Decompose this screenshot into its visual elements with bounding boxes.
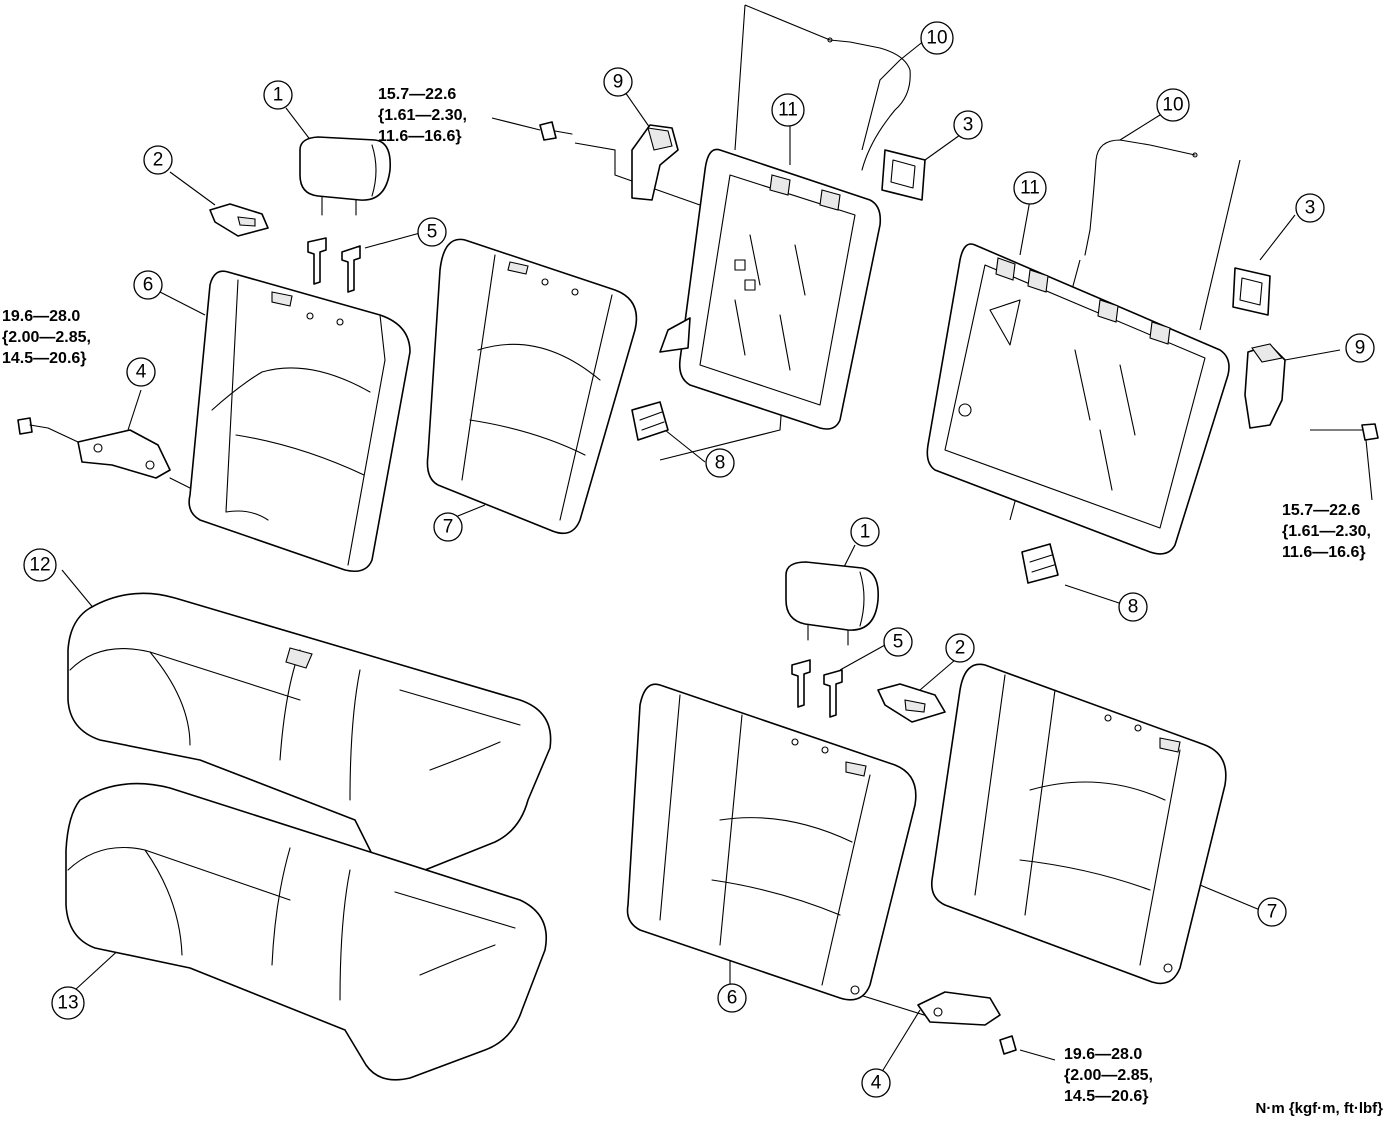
callout-5b: 5 (883, 627, 913, 657)
svg-text:2: 2 (153, 150, 164, 171)
unit-label: N·m {kgf·m, ft·lbf} (1255, 1100, 1384, 1117)
callout-1a: 1 (263, 80, 293, 110)
seatback-trim-right (626, 683, 917, 1001)
hinge-bracket-left (77, 429, 191, 489)
svg-text:9: 9 (1355, 338, 1366, 359)
headrest-left (299, 136, 392, 216)
svg-text:4: 4 (136, 362, 147, 383)
seat-cushion (65, 782, 547, 1081)
torque-spec-left-hinge: 19.6—28.0 {2.00—2.85, 14.5—20.6} (2, 308, 91, 367)
callout-12: 12 (23, 548, 57, 582)
headrest-guides-left (307, 237, 361, 293)
callout-5a: 5 (417, 217, 447, 247)
svg-text:8: 8 (1128, 597, 1139, 618)
callout-8b: 8 (1118, 592, 1148, 622)
seatback-frame-left (659, 148, 882, 430)
callout-7a: 7 (433, 512, 463, 542)
svg-text:12: 12 (29, 555, 50, 576)
svg-text:6: 6 (727, 988, 738, 1009)
callout-9b: 9 (1345, 333, 1375, 363)
bolt-right (1361, 423, 1379, 441)
callout-3b: 3 (1295, 193, 1325, 223)
svg-text:13: 13 (57, 993, 78, 1014)
bolt-left (17, 417, 79, 443)
release-cable-left (827, 37, 911, 171)
bolt-top-left (539, 121, 573, 141)
svg-text:3: 3 (1305, 198, 1316, 219)
svg-text:4: 4 (871, 1073, 882, 1094)
cover-right (1232, 267, 1271, 316)
svg-text:11: 11 (778, 100, 798, 121)
callout-9a: 9 (603, 67, 633, 97)
callout-11a: 11 (771, 93, 805, 127)
bezel-left (209, 203, 269, 237)
svg-text:5: 5 (427, 222, 438, 243)
svg-text:10: 10 (926, 28, 947, 49)
callout-6a: 6 (133, 270, 163, 300)
torque-spec-bottom-hinge: 19.6—28.0 {2.00—2.85, 14.5—20.6} (1064, 1046, 1153, 1105)
recliner-lever-left (631, 124, 679, 201)
callout-2b: 2 (945, 633, 975, 663)
svg-text:8: 8 (715, 453, 726, 474)
hinge-bracket-right (917, 991, 1001, 1026)
svg-text:7: 7 (443, 517, 454, 538)
svg-text:9: 9 (613, 72, 624, 93)
callout-1b: 1 (850, 517, 880, 547)
svg-text:6: 6 (143, 275, 154, 296)
callout-7b: 7 (1257, 897, 1287, 927)
callout-13: 13 (51, 986, 85, 1020)
latch-left (631, 401, 669, 441)
callout-2a: 2 (143, 145, 173, 175)
torque-spec-right: 15.7—22.6 {1.61—2.30, 11.6—16.6} (1282, 502, 1371, 561)
seatback-frame-right (926, 243, 1230, 555)
headrest-right (785, 561, 879, 646)
latch-right (1021, 543, 1059, 584)
callout-6b: 6 (717, 983, 747, 1013)
callout-10b: 10 (1156, 88, 1190, 122)
callout-3a: 3 (953, 110, 983, 140)
svg-text:7: 7 (1267, 902, 1278, 923)
svg-text:5: 5 (893, 632, 904, 653)
seatback-trim-7-right (930, 663, 1227, 985)
svg-text:11: 11 (1020, 178, 1040, 199)
svg-text:3: 3 (963, 115, 974, 136)
callout-10a: 10 (920, 21, 954, 55)
svg-text:2: 2 (955, 638, 966, 659)
svg-text:1: 1 (860, 522, 871, 543)
callout-8a: 8 (705, 448, 735, 478)
recliner-lever-right (1244, 343, 1286, 429)
callout-4b: 4 (861, 1068, 891, 1098)
cover-left (881, 149, 926, 201)
bolt-bottom (999, 1035, 1017, 1055)
callout-11b: 11 (1013, 171, 1047, 205)
svg-text:10: 10 (1162, 95, 1183, 116)
bezel-right (877, 683, 946, 723)
callout-4a: 4 (126, 357, 156, 387)
seatback-trim-left (188, 270, 411, 573)
seat-cushion-trim (67, 592, 552, 876)
svg-text:1: 1 (273, 85, 284, 106)
torque-spec-top-left: 15.7—22.6 {1.61—2.30, 11.6—16.6} (378, 86, 467, 145)
headrest-guides-right (791, 659, 843, 718)
seatback-trim-7-left (426, 238, 638, 535)
release-cable-right (1084, 139, 1198, 256)
